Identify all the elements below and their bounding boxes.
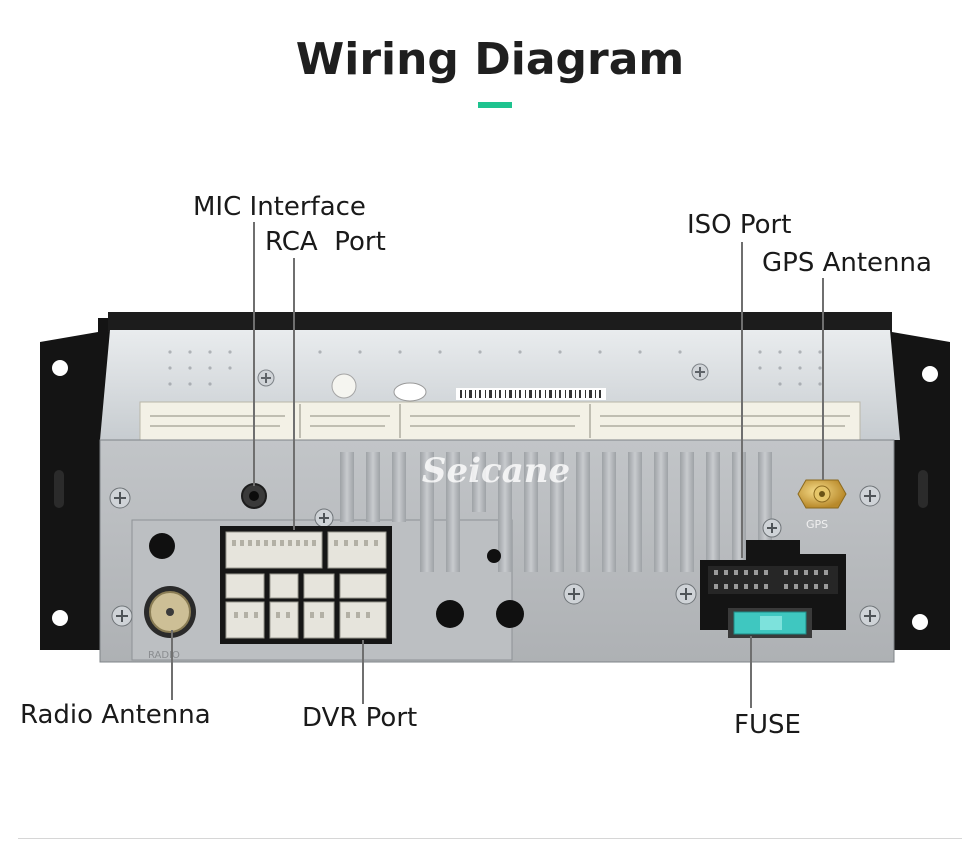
panel-screw-bottom-left (111, 605, 133, 627)
panel-screw-top-left (109, 487, 131, 509)
label-rca-port: RCA Port (265, 227, 386, 257)
label-gps-antenna: GPS Antenna (762, 248, 932, 278)
right-mounting-bracket (880, 318, 950, 650)
rca-leader-line (293, 258, 295, 530)
barcode (456, 388, 606, 400)
top-screw-right (691, 363, 709, 381)
label-mic-interface: MIC Interface (193, 192, 366, 222)
mic-jack (241, 483, 267, 509)
iso-leader-line (741, 242, 743, 558)
title-accent-bar (478, 102, 512, 108)
chassis-top (100, 312, 900, 441)
panel-screw-connector-top (314, 508, 334, 528)
radio-antenna-socket: RADIO (144, 586, 196, 661)
panel-screw-iso-top (762, 518, 782, 538)
page-title: Wiring Diagram (295, 34, 685, 85)
gps-leader-line (822, 278, 824, 480)
rca-dvr-connector-block (220, 526, 392, 644)
mic-leader-line (253, 222, 255, 486)
top-screw-left (257, 369, 275, 387)
bottom-divider (18, 838, 962, 839)
radio-marking: RADIO (148, 650, 180, 661)
label-dvr-port: DVR Port (302, 703, 418, 733)
left-mounting-bracket (40, 318, 112, 650)
fuse-leader-line (750, 636, 752, 708)
panel-hole (149, 533, 175, 559)
panel-screw-bottom-right (859, 605, 881, 627)
panel-hole (487, 549, 501, 563)
gps-marking: GPS (806, 518, 828, 531)
panel-screw-center (563, 583, 585, 605)
label-fuse: FUSE (734, 710, 801, 740)
panel-screw-top-right (859, 485, 881, 507)
brand-watermark: Seicane (422, 451, 570, 491)
radio-leader-line (171, 630, 173, 700)
panel-hole (496, 600, 524, 628)
label-iso-port: ISO Port (687, 210, 792, 240)
panel-screw-iso (675, 583, 697, 605)
fuse (728, 608, 812, 638)
gps-connector: GPS (797, 479, 847, 531)
panel-hole (436, 600, 464, 628)
label-radio-antenna: Radio Antenna (20, 700, 211, 730)
dvr-leader-line (362, 640, 364, 704)
iso-port (700, 540, 846, 630)
